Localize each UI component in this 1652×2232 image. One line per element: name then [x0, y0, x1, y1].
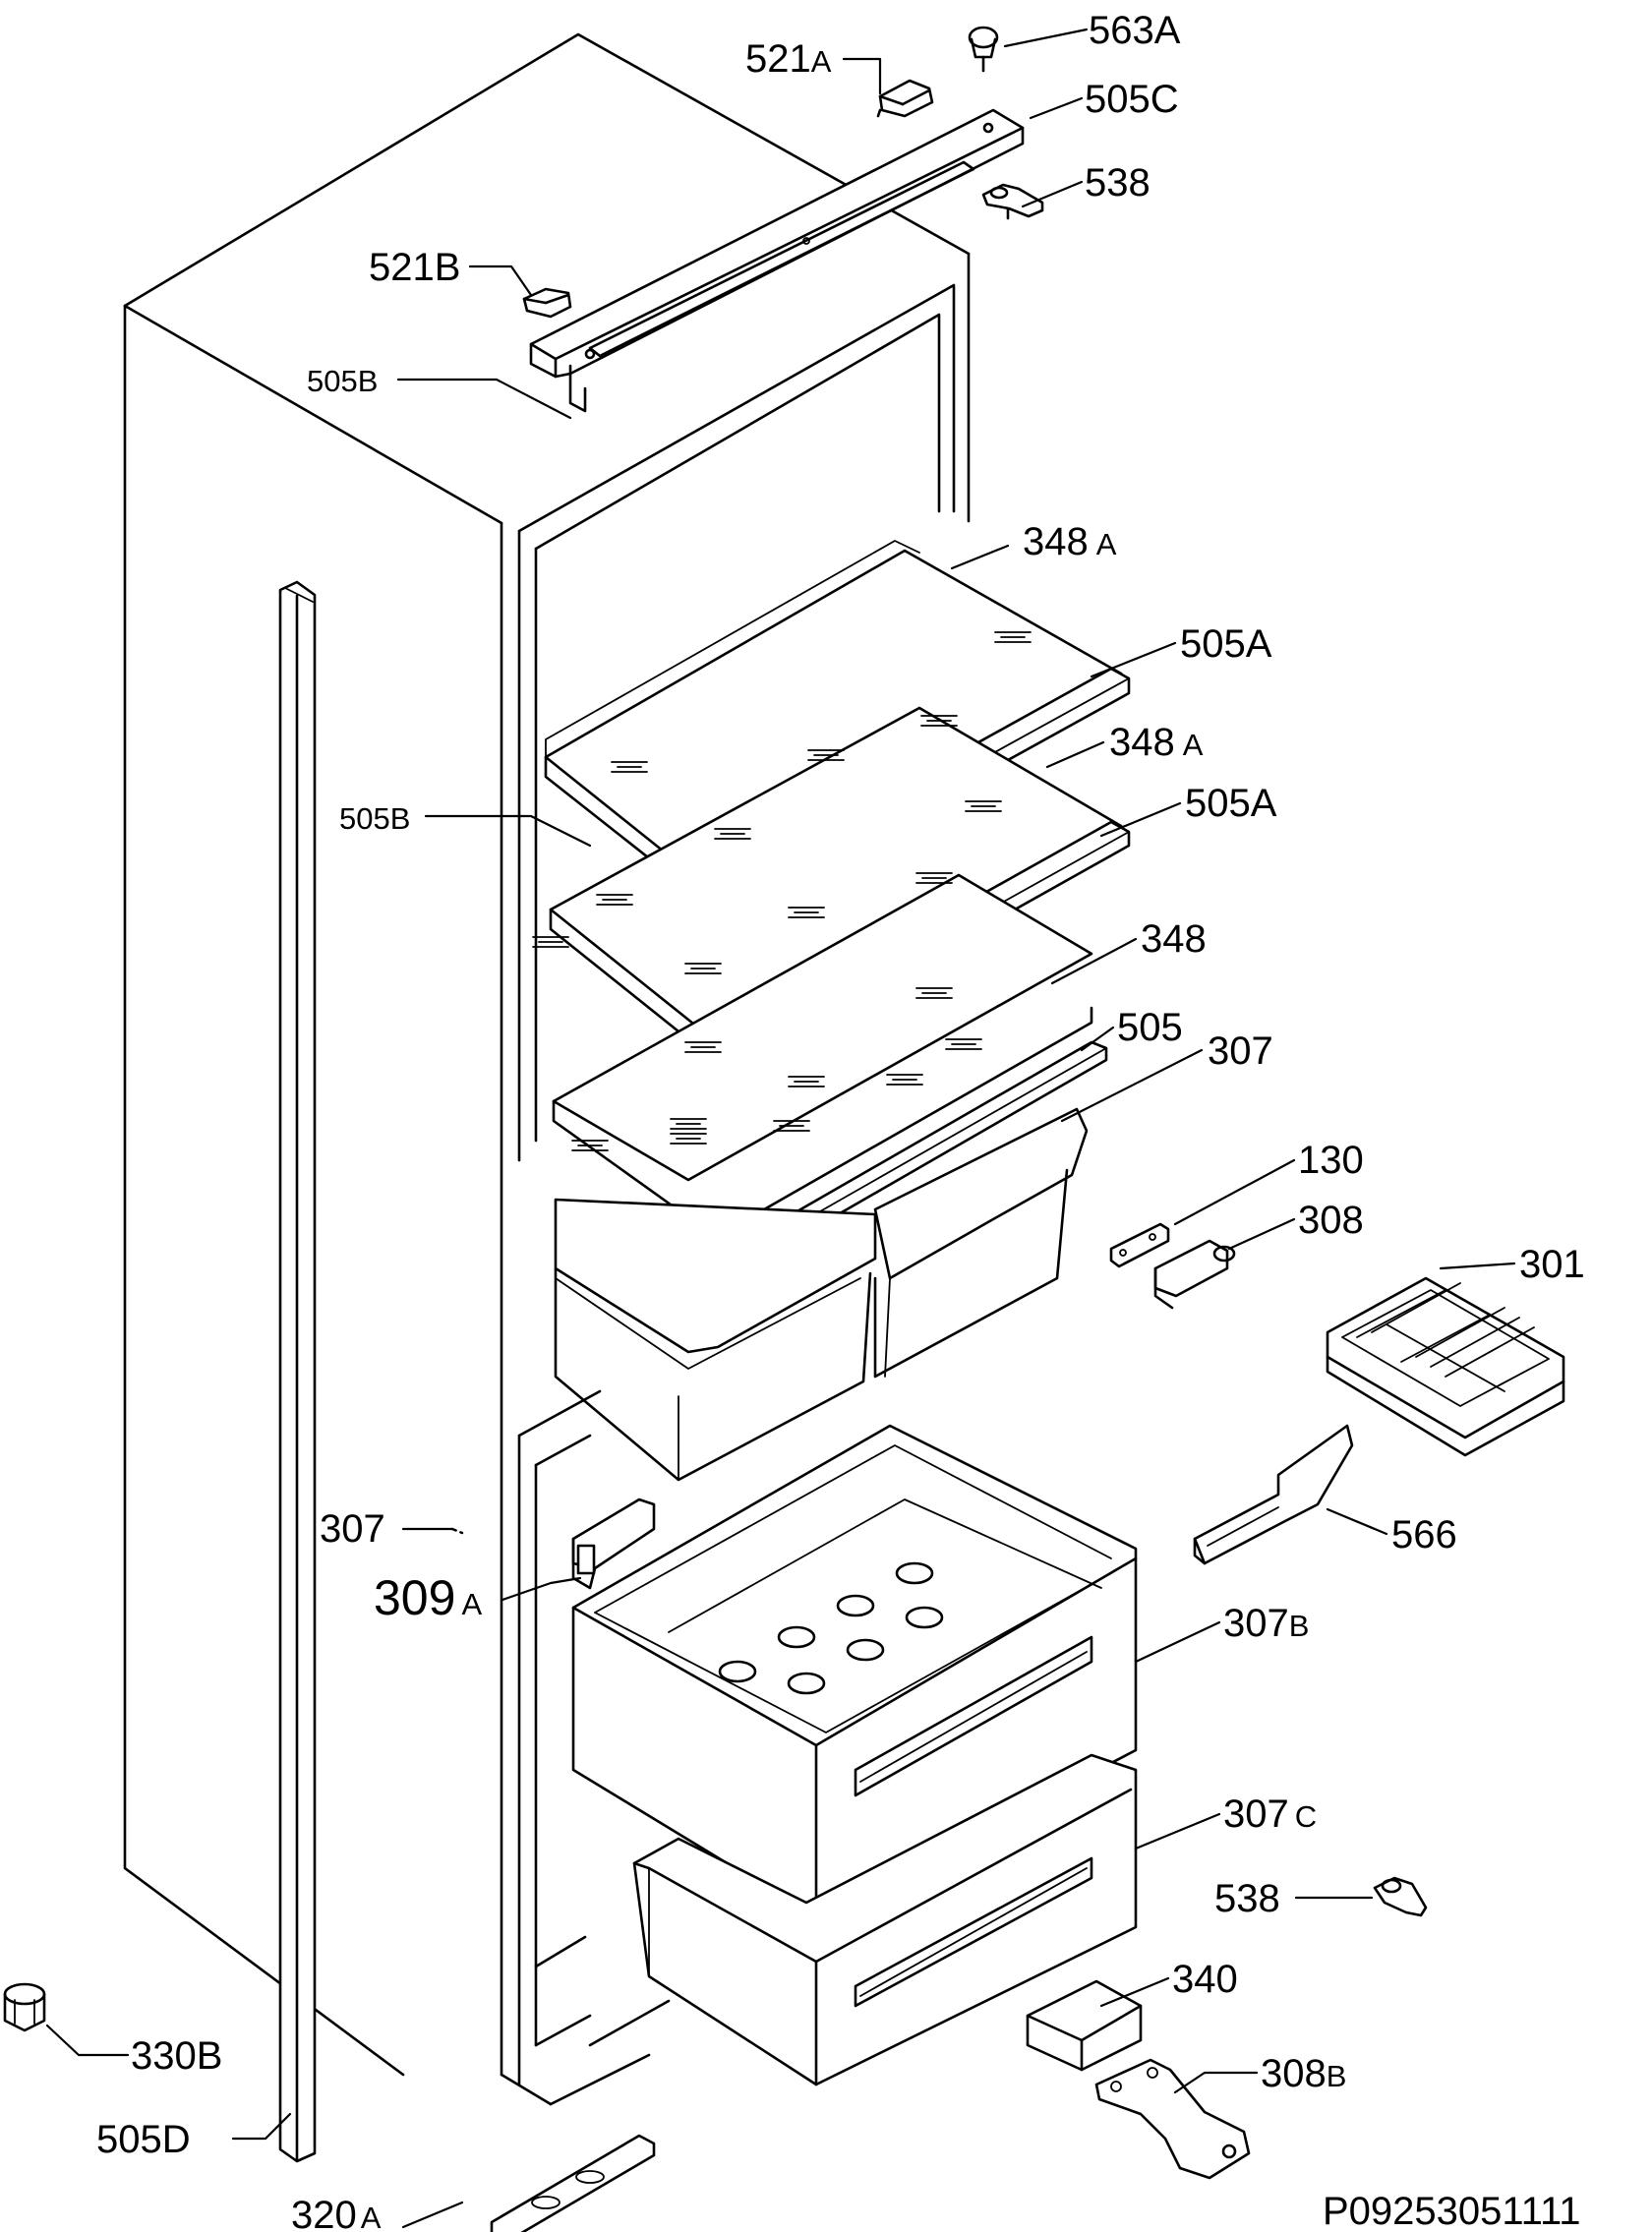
glass-hatch-mark [773, 1120, 810, 1132]
glass-hatch-mark [670, 1118, 707, 1130]
crisper-drawers-upper [554, 1107, 1089, 1482]
glass-hatch-mark [670, 1133, 707, 1145]
callout-505a-1: 505A [1180, 622, 1272, 666]
glass-hatch-mark [994, 631, 1032, 643]
rail-part-320a [490, 2134, 656, 2232]
callout-505c: 505C [1085, 78, 1179, 121]
callout-563a: 563A [1089, 9, 1181, 52]
callout-348: 348 [1141, 917, 1207, 961]
callout-505b-1: 505B [307, 364, 378, 398]
spacer-block-part [1026, 1979, 1143, 2072]
door-stop-bottom-part [1373, 1876, 1428, 1917]
top-hinge-rail-part [529, 108, 1025, 413]
bracket-part-308 [1153, 1239, 1236, 1310]
hinge-cover-a-part [876, 79, 934, 118]
hinge-pin-part [968, 26, 999, 73]
glass-hatch-mark [571, 1140, 609, 1151]
glass-hatch-mark [596, 894, 633, 906]
glass-hatch-mark [886, 1074, 923, 1086]
callout-308: 308 [1298, 1199, 1364, 1242]
glass-hatch-mark [945, 1038, 982, 1050]
glass-hatch-mark [965, 800, 1002, 812]
callout-307b: 307B [1223, 1602, 1309, 1645]
bracket-part-130 [1109, 1222, 1170, 1268]
glass-hatch-mark [684, 1041, 722, 1053]
callout-330b: 330B [131, 2034, 222, 2078]
callout-566: 566 [1391, 1513, 1457, 1557]
callout-505: 505 [1117, 1006, 1183, 1049]
ice-tray-part [1326, 1276, 1565, 1457]
callout-521a: 521A [745, 37, 832, 81]
freezer-drawer-c [632, 1753, 1138, 2086]
door-seal-strip [278, 580, 317, 2163]
callout-130: 130 [1298, 1139, 1364, 1182]
bottom-hinge-part [1094, 2058, 1251, 2180]
callout-505b-2: 505B [339, 801, 410, 836]
callout-538-bottom: 538 [1214, 1877, 1280, 1920]
ice-scraper-part [1193, 1424, 1354, 1565]
callout-538-top: 538 [1085, 161, 1150, 205]
callout-307-left: 307 [320, 1507, 385, 1551]
callout-505d: 505D [96, 2118, 191, 2161]
glass-hatching [532, 631, 1032, 1151]
support-part-309a [571, 1498, 656, 1590]
foot-part [3, 1982, 46, 2032]
glass-hatch-mark [788, 907, 825, 918]
drawing-code: P09253051111 [1323, 2190, 1580, 2232]
glass-hatch-mark [532, 936, 569, 948]
glass-hatch-mark [915, 872, 953, 884]
glass-hatch-mark [920, 715, 958, 727]
callout-301: 301 [1519, 1243, 1585, 1286]
glass-hatch-mark [714, 828, 751, 840]
glass-hatch-mark [807, 749, 845, 761]
glass-hatch-mark [684, 963, 722, 974]
hinge-cover-b-part [522, 287, 572, 319]
glass-hatch-mark [788, 1076, 825, 1087]
callout-307-top: 307 [1208, 1029, 1273, 1073]
callout-308b: 308B [1261, 2052, 1346, 2095]
glass-hatch-mark [611, 761, 648, 773]
door-stop-top-part [981, 183, 1044, 220]
dashed-leader-lines [450, 1527, 464, 1535]
callout-340: 340 [1172, 1958, 1238, 2001]
glass-hatch-mark [915, 987, 953, 999]
leader-lines [45, 28, 1516, 2229]
freezer-drawer-b [571, 1424, 1138, 1919]
callout-505a-2: 505A [1185, 782, 1277, 825]
callout-521b: 521B [369, 246, 460, 289]
